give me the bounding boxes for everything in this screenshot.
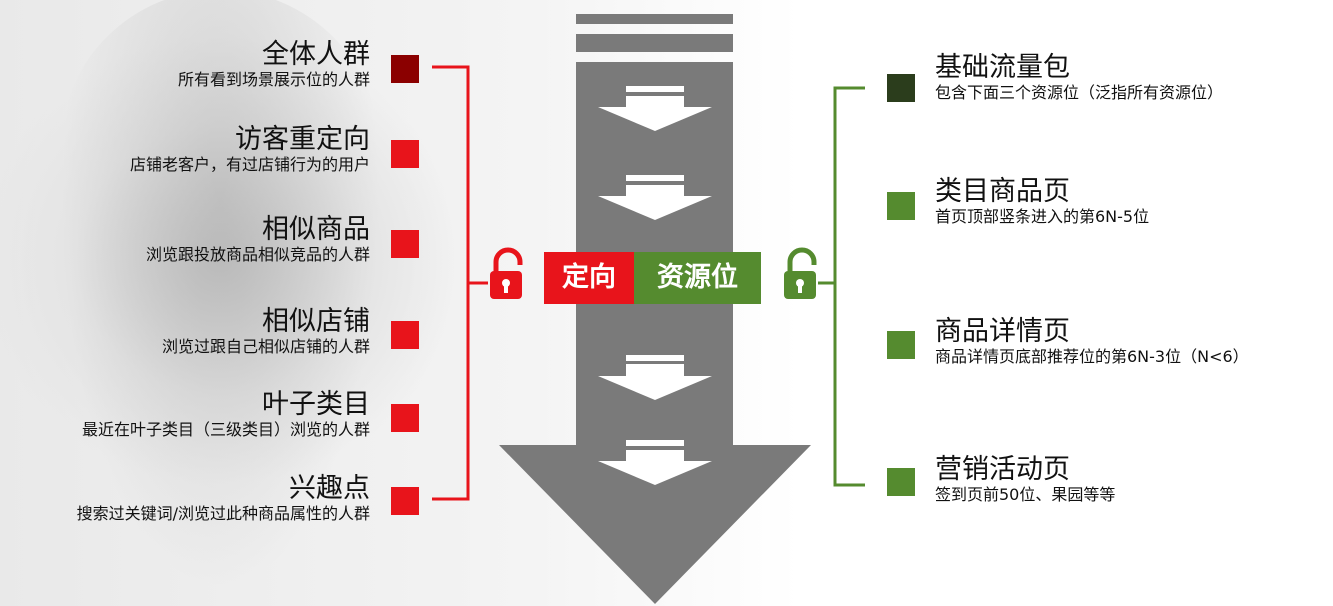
inner-chevron-icon <box>598 175 712 220</box>
targeting-item-desc: 最近在叶子类目（三级类目）浏览的人群 <box>81 420 370 439</box>
resource-item-title: 基础流量包 <box>935 52 1070 83</box>
targeting-item-title: 全体人群 <box>262 39 370 70</box>
resource-item-desc: 首页顶部竖条进入的第6N-5位 <box>935 207 1150 226</box>
left-bracket <box>432 65 488 501</box>
targeting-marker <box>391 55 419 83</box>
resource-item: 营销活动页签到页前50位、果园等等 <box>935 455 1115 505</box>
targeting-marker <box>391 140 419 168</box>
targeting-item-desc: 店铺老客户，有过店铺行为的用户 <box>129 155 370 174</box>
targeting-item-title: 访客重定向 <box>235 124 370 155</box>
targeting-item: 相似店铺浏览过跟自己相似店铺的人群 <box>162 307 370 357</box>
inner-chevron-icon <box>598 355 712 400</box>
resource-item: 类目商品页首页顶部竖条进入的第6N-5位 <box>935 177 1149 227</box>
targeting-item: 全体人群所有看到场景展示位的人群 <box>178 40 370 90</box>
targeting-item-desc: 浏览过跟自己相似店铺的人群 <box>161 337 370 356</box>
resource-item-desc: 商品详情页底部推荐位的第6N-3位（N<6） <box>935 347 1249 366</box>
left-unlocked-padlock-icon <box>490 247 523 299</box>
targeting-marker <box>391 321 419 349</box>
resource-item: 商品详情页商品详情页底部推荐位的第6N-3位（N<6） <box>935 317 1249 367</box>
targeting-item-title: 相似商品 <box>262 214 370 245</box>
targeting-item-title: 兴趣点 <box>289 473 370 504</box>
resource-label: 资源位 <box>634 252 761 304</box>
targeting-marker <box>391 404 419 432</box>
arrow-body <box>499 62 811 604</box>
targeting-item-title: 叶子类目 <box>262 389 370 420</box>
targeting-item: 相似商品浏览跟投放商品相似竞品的人群 <box>146 215 370 265</box>
targeting-item-desc: 搜索过关键词/浏览过此种商品属性的人群 <box>76 504 370 523</box>
targeting-label: 定向 <box>544 252 634 304</box>
inner-chevron-icon <box>598 86 712 131</box>
targeting-item: 叶子类目最近在叶子类目（三级类目）浏览的人群 <box>82 390 370 440</box>
resource-item-title: 类目商品页 <box>935 176 1070 207</box>
top-stripe <box>576 14 733 24</box>
inner-chevron-icon <box>598 440 712 485</box>
right-bracket <box>818 86 865 487</box>
resource-item-title: 商品详情页 <box>935 316 1070 347</box>
targeting-item: 兴趣点搜索过关键词/浏览过此种商品属性的人群 <box>77 474 370 524</box>
targeting-item-title: 相似店铺 <box>262 306 370 337</box>
background-figure <box>60 0 380 590</box>
targeting-item: 访客重定向店铺老客户，有过店铺行为的用户 <box>130 125 370 175</box>
resource-marker <box>887 192 915 220</box>
resource-marker <box>887 74 915 102</box>
right-unlocked-padlock-icon <box>784 247 817 299</box>
targeting-marker <box>391 230 419 258</box>
targeting-item-desc: 所有看到场景展示位的人群 <box>177 70 370 89</box>
resource-item-desc: 签到页前50位、果园等等 <box>935 485 1116 504</box>
resource-marker <box>887 468 915 496</box>
resource-item: 基础流量包包含下面三个资源位（泛指所有资源位） <box>935 53 1223 103</box>
targeting-item-desc: 浏览跟投放商品相似竞品的人群 <box>145 245 370 264</box>
resource-marker <box>887 331 915 359</box>
resource-item-title: 营销活动页 <box>935 454 1070 485</box>
resource-item-desc: 包含下面三个资源位（泛指所有资源位） <box>935 83 1224 102</box>
second-stripe <box>576 34 733 52</box>
targeting-marker <box>391 487 419 515</box>
